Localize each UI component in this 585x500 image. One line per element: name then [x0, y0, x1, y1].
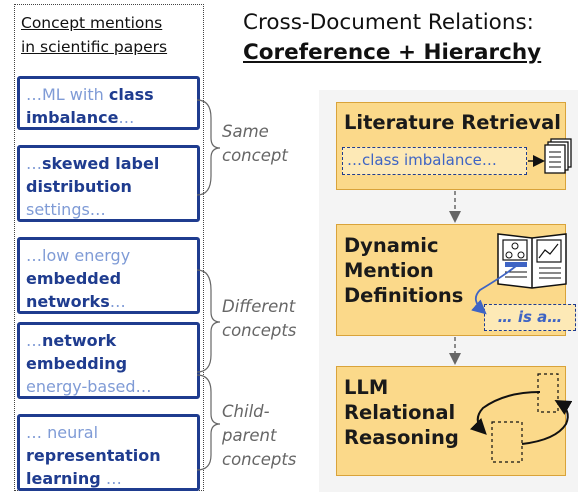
panel-heading-line1: Concept mentions — [21, 14, 163, 32]
mention-bold: skewed label — [42, 154, 160, 173]
brace-child-parent — [196, 374, 221, 471]
mention-bold: representation — [26, 446, 161, 465]
mention-bold: learning — [26, 469, 101, 488]
stage-llm-relational-reasoning — [336, 366, 566, 476]
definition-example-box: … is a… — [484, 304, 576, 331]
document-stack-icon — [528, 138, 572, 174]
mention-bold: embedding — [26, 354, 128, 373]
mention-card: …network embedding energy-based… — [17, 322, 200, 399]
mention-card: … neural representation learning … — [17, 414, 200, 491]
mention-card: …ML with class imbalance… — [17, 76, 200, 130]
stage-title: LLM Relational Reasoning — [344, 376, 459, 449]
mention-prefix: … — [26, 154, 42, 173]
mention-bold: network — [42, 331, 117, 350]
mention-suffix: energy-based… — [26, 377, 152, 396]
stage-title: Dynamic Mention Definitions — [344, 234, 464, 307]
mention-prefix: … — [26, 331, 42, 350]
mention-bold: distribution — [26, 177, 132, 196]
panel-heading-line2: in scientific papers — [21, 38, 168, 56]
mention-suffix: … — [100, 469, 122, 488]
mention-suffix: settings… — [26, 200, 106, 219]
stage-title: Literature Retrieval — [344, 111, 561, 134]
mention-card: …skewed label distribution settings… — [17, 145, 200, 222]
mention-card: …low energy embedded networks… — [17, 237, 200, 314]
mention-prefix: …ML with — [26, 85, 109, 104]
open-book-icon — [471, 233, 567, 315]
diagram-title-line2: Coreference + Hierarchy — [243, 40, 542, 65]
brace-same-concept — [196, 99, 221, 196]
brace-different-concepts — [196, 269, 221, 373]
cycle-arrows-icon — [469, 373, 573, 463]
mention-bold: imbalance — [26, 108, 119, 127]
mention-prefix: …low energy — [26, 246, 131, 265]
mention-bold: networks — [26, 292, 110, 311]
mention-suffix: … — [109, 292, 126, 311]
mention-suffix: … — [118, 108, 135, 127]
mention-bold: embedded — [26, 269, 122, 288]
stage-literature-retrieval — [336, 102, 566, 190]
mention-prefix: … neural — [26, 423, 99, 442]
retrieval-example-box: …class imbalance… — [342, 147, 527, 175]
mention-bold: class — [108, 85, 154, 104]
diagram-title-line1: Cross-Document Relations: — [243, 10, 534, 35]
